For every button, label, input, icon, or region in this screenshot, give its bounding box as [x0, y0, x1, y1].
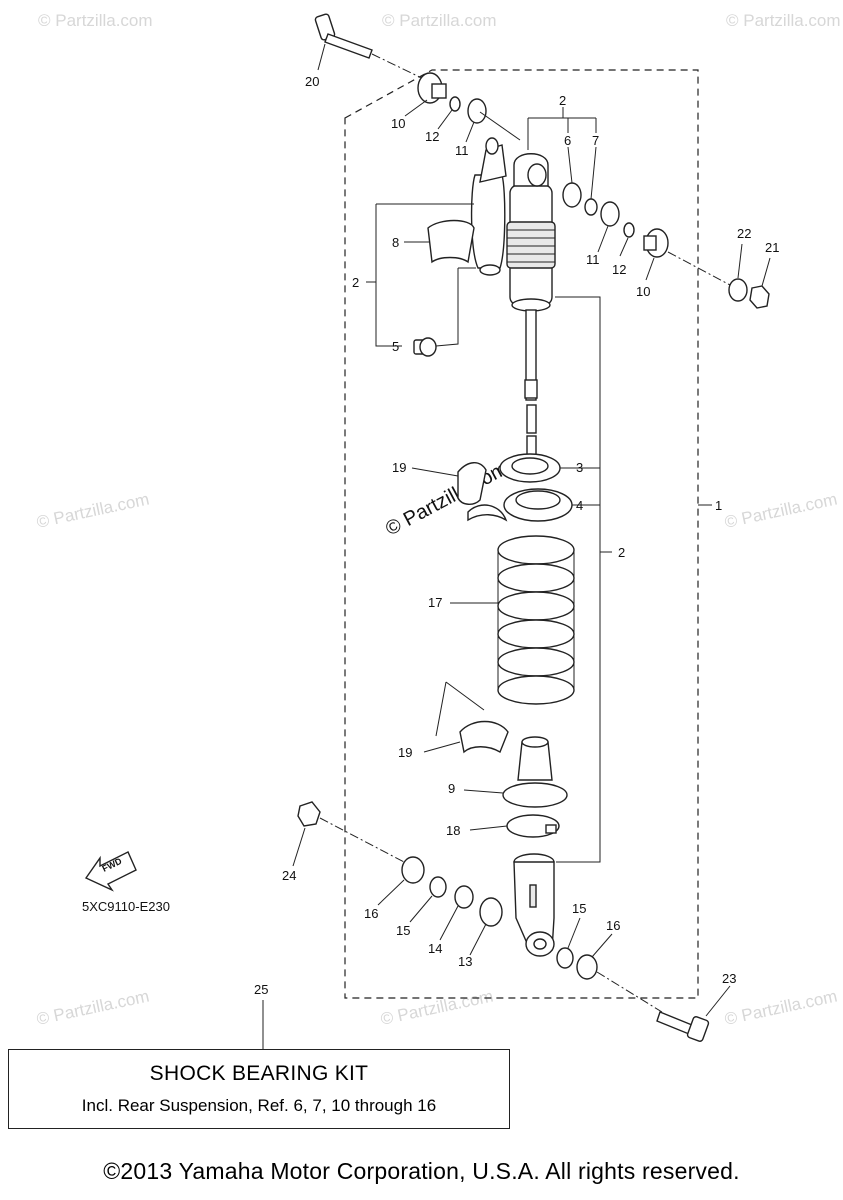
callout-25: 25 [254, 982, 268, 997]
callout-16: 16 [606, 918, 620, 933]
callout-5: 5 [392, 339, 399, 354]
callout-2: 2 [559, 93, 566, 108]
guide-bracket [435, 681, 485, 737]
part-14-bearing [454, 885, 474, 909]
callout-24: 24 [282, 868, 296, 883]
watermark-text: © Partzilla.com [726, 11, 841, 30]
part-22-washer [728, 278, 748, 302]
copyright-notice: ©2013 Yamaha Motor Corporation, U.S.A. A… [103, 1158, 740, 1184]
callout-11: 11 [455, 143, 469, 158]
axis-line [319, 817, 405, 863]
callout-12: 12 [425, 129, 439, 144]
part-11-seal-right [600, 201, 620, 227]
part-3-adjuster-ring [499, 453, 561, 483]
diagram-code: 5XC9110-E230 [82, 899, 170, 914]
part-19-clip [467, 504, 508, 522]
part-4-adjuster-ring [503, 488, 573, 522]
kit-description: Incl. Rear Suspension, Ref. 6, 7, 10 thr… [81, 1096, 437, 1115]
axis-line [596, 971, 663, 1013]
part-12-oring-upper [449, 96, 461, 112]
part-6-collar [562, 182, 582, 208]
part-19-spring-guide-lower [459, 720, 509, 754]
axis-line [667, 251, 731, 286]
part-20-bolt [314, 13, 431, 83]
callout-15: 15 [396, 923, 410, 938]
callout-22: 22 [737, 226, 751, 241]
watermark-text: © Partzilla.com [35, 987, 151, 1029]
shock-bearing-kit-box: SHOCK BEARING KIT Incl. Rear Suspension,… [8, 1049, 510, 1129]
shock-reservoir [470, 137, 507, 276]
part-16-collar-right [576, 954, 598, 980]
callout-2: 2 [352, 275, 359, 290]
part-15-spacer-right [556, 947, 574, 969]
shock-lower-eye [513, 853, 555, 957]
kit-title: SHOCK BEARING KIT [149, 1062, 369, 1085]
part-15-spacer-left [429, 876, 447, 898]
assembly-boundary [344, 69, 699, 999]
callout-7: 7 [592, 133, 599, 148]
callout-20: 20 [305, 74, 319, 89]
callout-10: 10 [636, 284, 650, 299]
part-19-spring-guide-upper [457, 462, 487, 505]
part-11-seal-upper [467, 98, 487, 124]
callout-16: 16 [364, 906, 378, 921]
callout-1: 1 [715, 498, 722, 513]
part-13-bearing [479, 897, 503, 927]
leader-lines [262, 43, 771, 1049]
callout-19: 19 [392, 460, 406, 475]
fwd-arrow-icon: FWD [84, 851, 137, 892]
callout-23: 23 [722, 971, 736, 986]
callout-15: 15 [572, 901, 586, 916]
part-10-collar-right [643, 228, 669, 258]
part-9-bump-stop [502, 736, 568, 808]
callout-14: 14 [428, 941, 442, 956]
part-8-clip [427, 219, 475, 264]
watermark-text: © Partzilla.com [382, 11, 497, 30]
shock-pin [526, 404, 537, 434]
callout-9: 9 [448, 781, 455, 796]
callout-13: 13 [458, 954, 472, 969]
callout-21: 21 [765, 240, 779, 255]
callout-4: 4 [576, 498, 583, 513]
part-12-oring-right [623, 222, 635, 238]
shock-body [506, 153, 556, 401]
watermark-layer: © Partzilla.com © Partzilla.com © Partzi… [35, 11, 841, 1029]
callout-6: 6 [564, 133, 571, 148]
watermark-text: © Partzilla.com [723, 987, 839, 1029]
part-16-collar-left [401, 856, 425, 884]
callout-17: 17 [428, 595, 442, 610]
part-10-collar-upper [417, 72, 447, 104]
watermark-text: © Partzilla.com [38, 11, 153, 30]
callout-2: 2 [618, 545, 625, 560]
part-5-bolt [413, 337, 437, 357]
watermark-text: © Partzilla.com [379, 987, 495, 1029]
callout-8: 8 [392, 235, 399, 250]
callout-11: 11 [586, 252, 600, 267]
part-18-spring-seat [506, 814, 560, 838]
callout-18: 18 [446, 823, 460, 838]
part-23-bolt [656, 1011, 710, 1042]
callout-19: 19 [398, 745, 412, 760]
watermark-text: © Partzilla.com [723, 490, 839, 532]
part-21-nut [749, 285, 770, 309]
callout-3: 3 [576, 460, 583, 475]
callout-12: 12 [612, 262, 626, 277]
watermark-text: © Partzilla.com [35, 490, 151, 532]
part-17-spring [497, 535, 575, 705]
callout-labels: 20 10 12 11 2 6 7 8 2 5 11 12 10 22 21 1… [254, 74, 779, 997]
part-7-oring [584, 198, 598, 216]
part-24-nut [297, 801, 321, 827]
callout-10: 10 [391, 116, 405, 131]
